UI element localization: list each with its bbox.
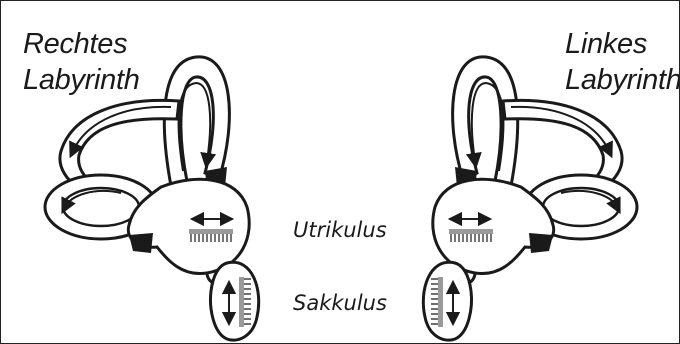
right-labyrinth (45, 57, 259, 340)
left-labyrinth (423, 57, 637, 340)
